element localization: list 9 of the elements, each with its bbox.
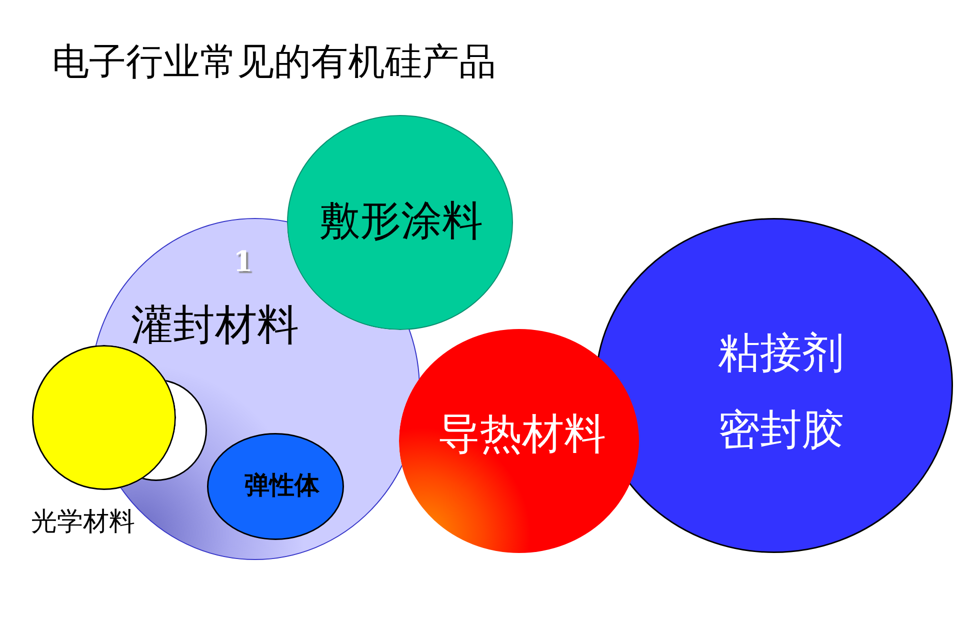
category-label: 弹性体 [244, 472, 320, 498]
category-label: 灌封材料 [131, 304, 299, 346]
number-label: 1 [233, 248, 253, 276]
title: 电子行业常见的有机硅产品 [52, 43, 496, 80]
category-label: 敷形涂料 [319, 200, 483, 242]
category-label: 光学材料 [31, 509, 135, 535]
category-label: 导热材料 [438, 413, 606, 455]
category-label: 密封胶 [718, 409, 844, 451]
category-label: 粘接剂 [718, 332, 844, 374]
